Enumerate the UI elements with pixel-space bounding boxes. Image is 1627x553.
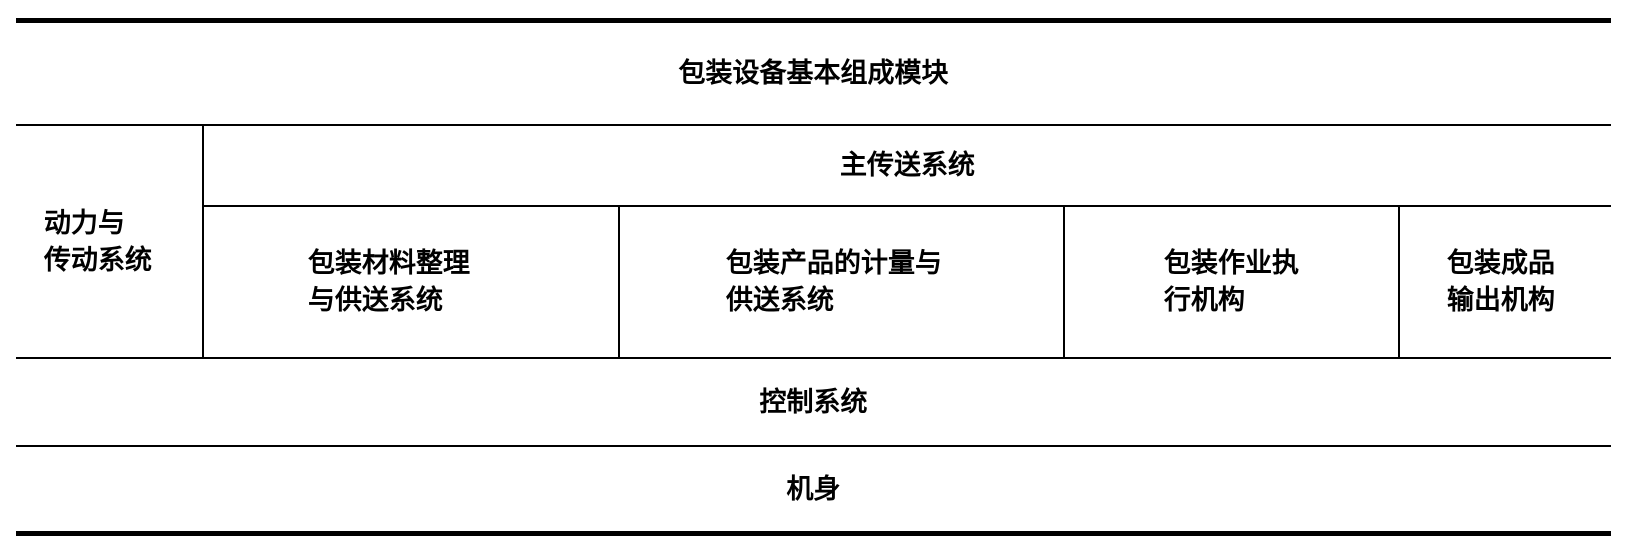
power-transmission-cell: 动力与 传动系统: [44, 126, 200, 357]
subsystem-material-feed: 包装材料整理 与供送系统: [308, 248, 470, 316]
machine-frame-cell: 机身: [786, 473, 841, 505]
subsystem-metering-feed: 包装产品的计量与 供送系统: [726, 248, 942, 316]
title-bottom-rule: [16, 124, 1611, 126]
subsystem-output-mechanism: 包装成品 输出机构: [1447, 248, 1555, 316]
top-rule: [16, 18, 1611, 23]
power-transmission-line-1: 动力与: [44, 207, 125, 239]
subsystems-bottom-rule: [16, 357, 1611, 359]
control-bottom-rule: [16, 445, 1611, 447]
subsystem-execution-mechanism: 包装作业执 行机构: [1164, 248, 1299, 316]
main-transfer-bottom-rule: [203, 205, 1611, 207]
power-transmission-line-2: 传动系统: [44, 244, 152, 276]
diagram-title: 包装设备基本组成模块: [678, 58, 949, 89]
power-divider: [202, 124, 204, 359]
subsystem-divider-3: [1398, 205, 1400, 359]
subsystem-divider-1: [618, 205, 620, 359]
bottom-rule: [16, 531, 1611, 536]
subsystem-divider-2: [1063, 205, 1065, 359]
main-transfer-cell: 主传送系统: [840, 150, 975, 181]
control-system-cell: 控制系统: [759, 386, 868, 418]
